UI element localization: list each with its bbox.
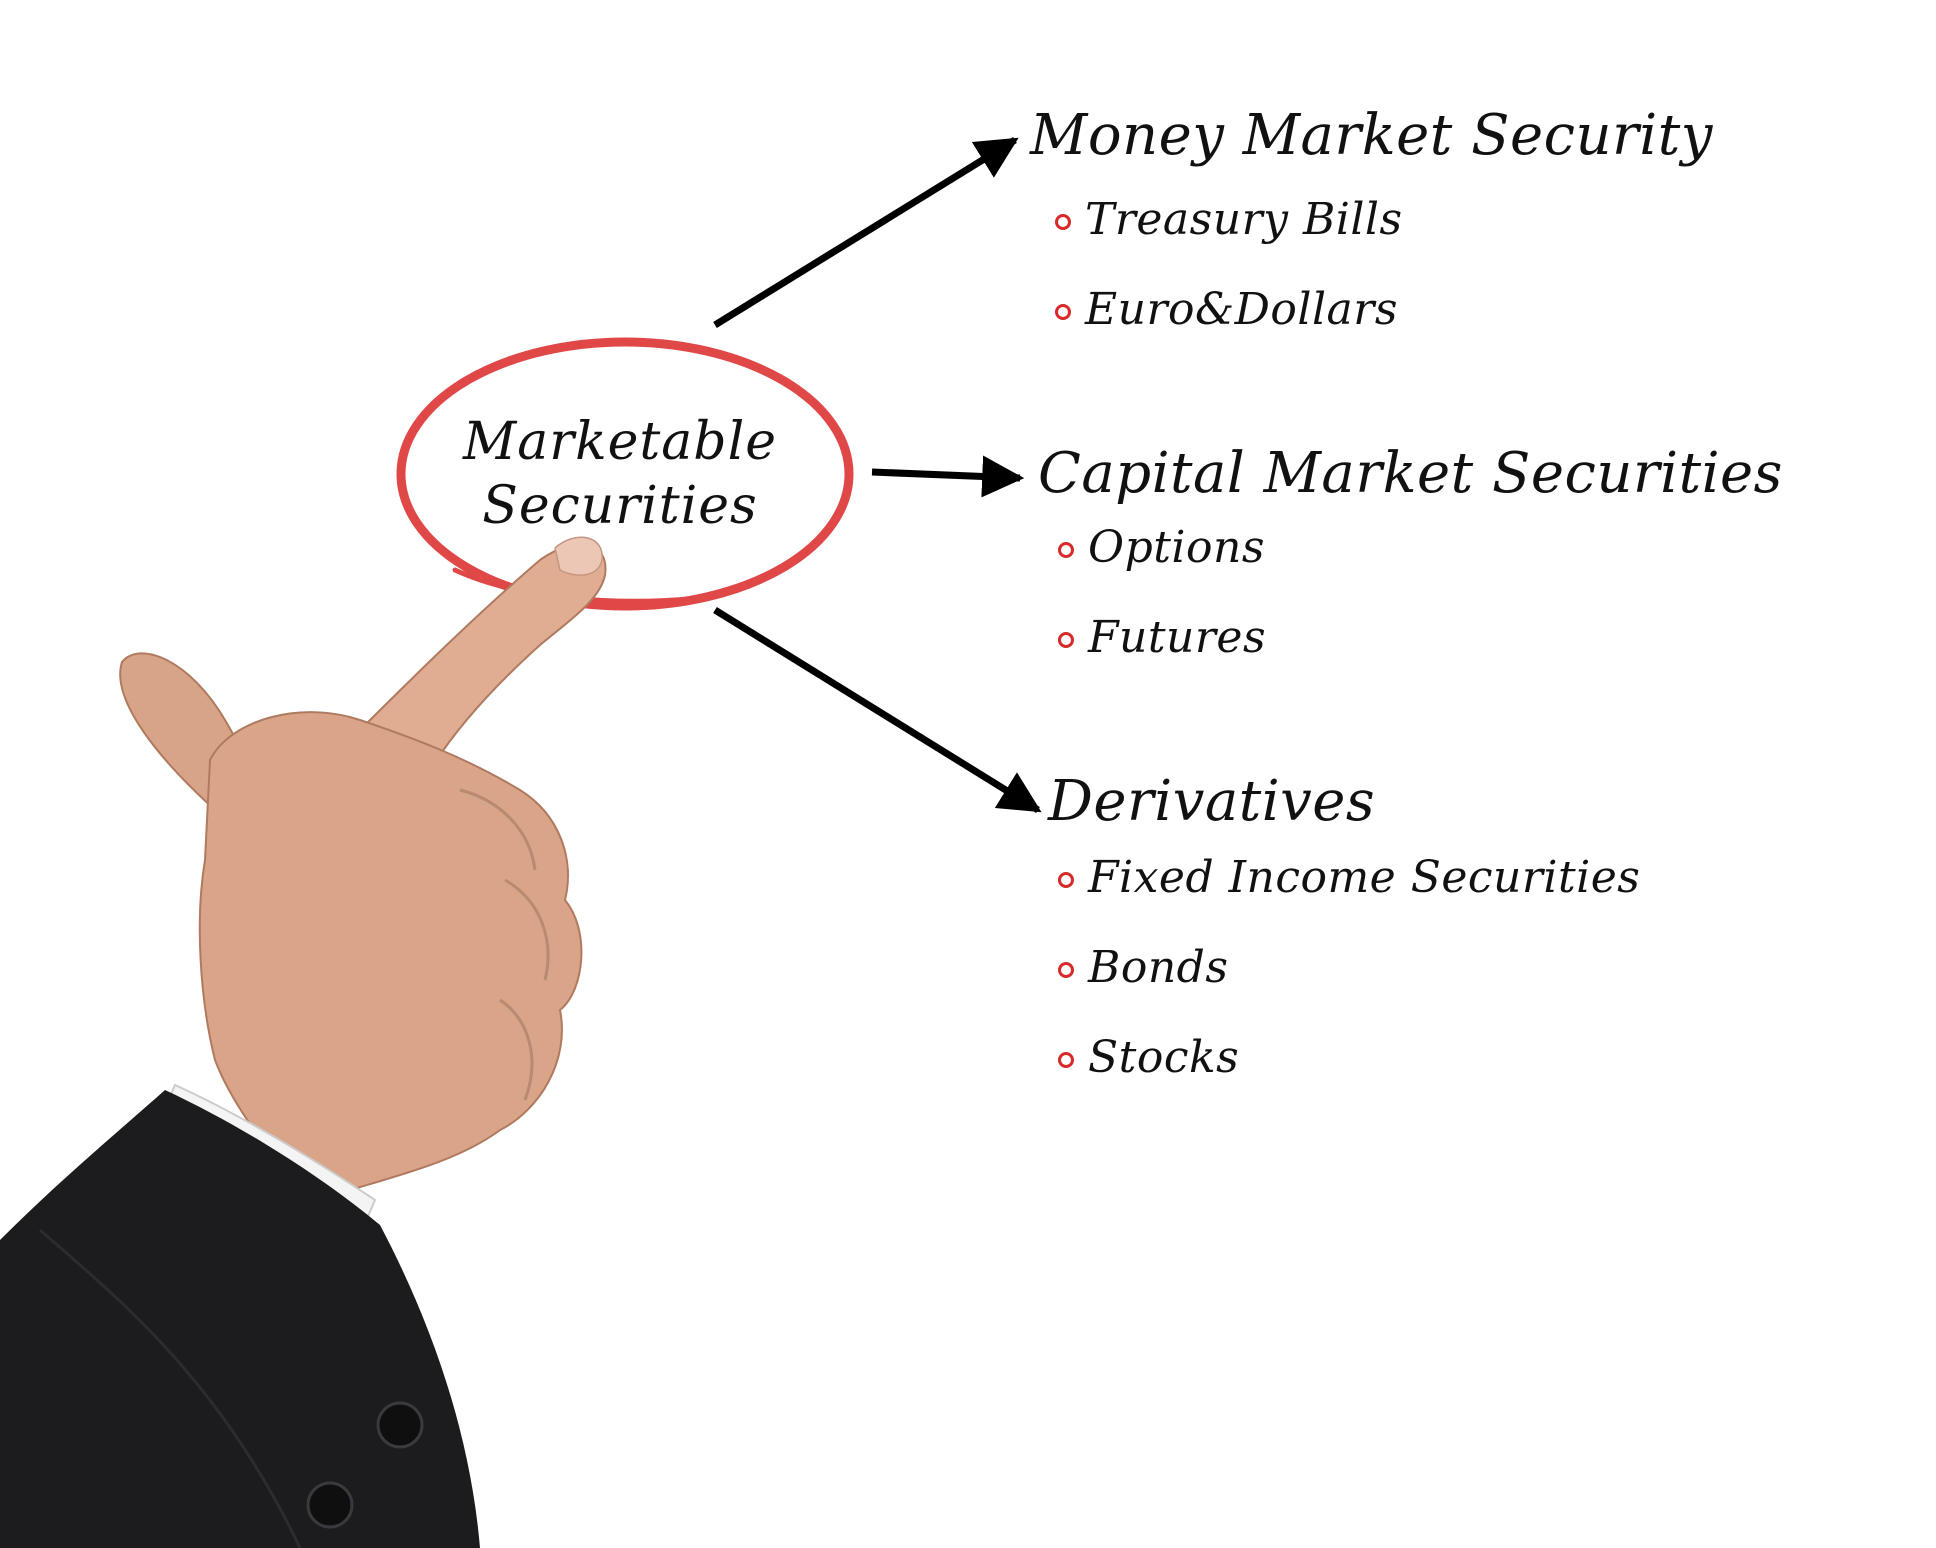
center-label-line1: Marketable: [463, 412, 777, 472]
branch-heading-money-market: Money Market Security: [1030, 103, 1713, 168]
center-label-line2: Securities: [482, 476, 758, 536]
derivatives-list: Fixed Income Securities Bonds Stocks: [1058, 848, 1640, 1118]
bullet-icon: [1058, 632, 1074, 648]
bullet-icon: [1058, 1052, 1074, 1068]
capital-market-list: Options Futures: [1058, 518, 1266, 698]
bullet-icon: [1055, 304, 1071, 320]
bullet-icon: [1058, 872, 1074, 888]
arrow-to-derivatives: [713, 607, 1042, 813]
center-label: Marketable Securities: [380, 410, 860, 538]
arrow-to-capital-market: [871, 455, 1025, 498]
list-item: Futures: [1058, 608, 1266, 698]
bullet-icon: [1055, 214, 1071, 230]
list-item: Options: [1058, 518, 1266, 608]
branch-heading-derivatives: Derivatives: [1048, 769, 1376, 834]
arrow-to-money-market: [713, 137, 1019, 328]
branch-heading-capital-market: Capital Market Securities: [1038, 441, 1783, 506]
bullet-icon: [1058, 542, 1074, 558]
list-item: Stocks: [1058, 1028, 1640, 1118]
list-item: Bonds: [1058, 938, 1640, 1028]
money-market-list: Treasury Bills Euro&Dollars: [1055, 190, 1403, 370]
list-item: Fixed Income Securities: [1058, 848, 1640, 938]
list-item: Euro&Dollars: [1055, 280, 1403, 370]
bullet-icon: [1058, 962, 1074, 978]
pointing-hand-icon: [0, 536, 607, 1548]
list-item: Treasury Bills: [1055, 190, 1403, 280]
